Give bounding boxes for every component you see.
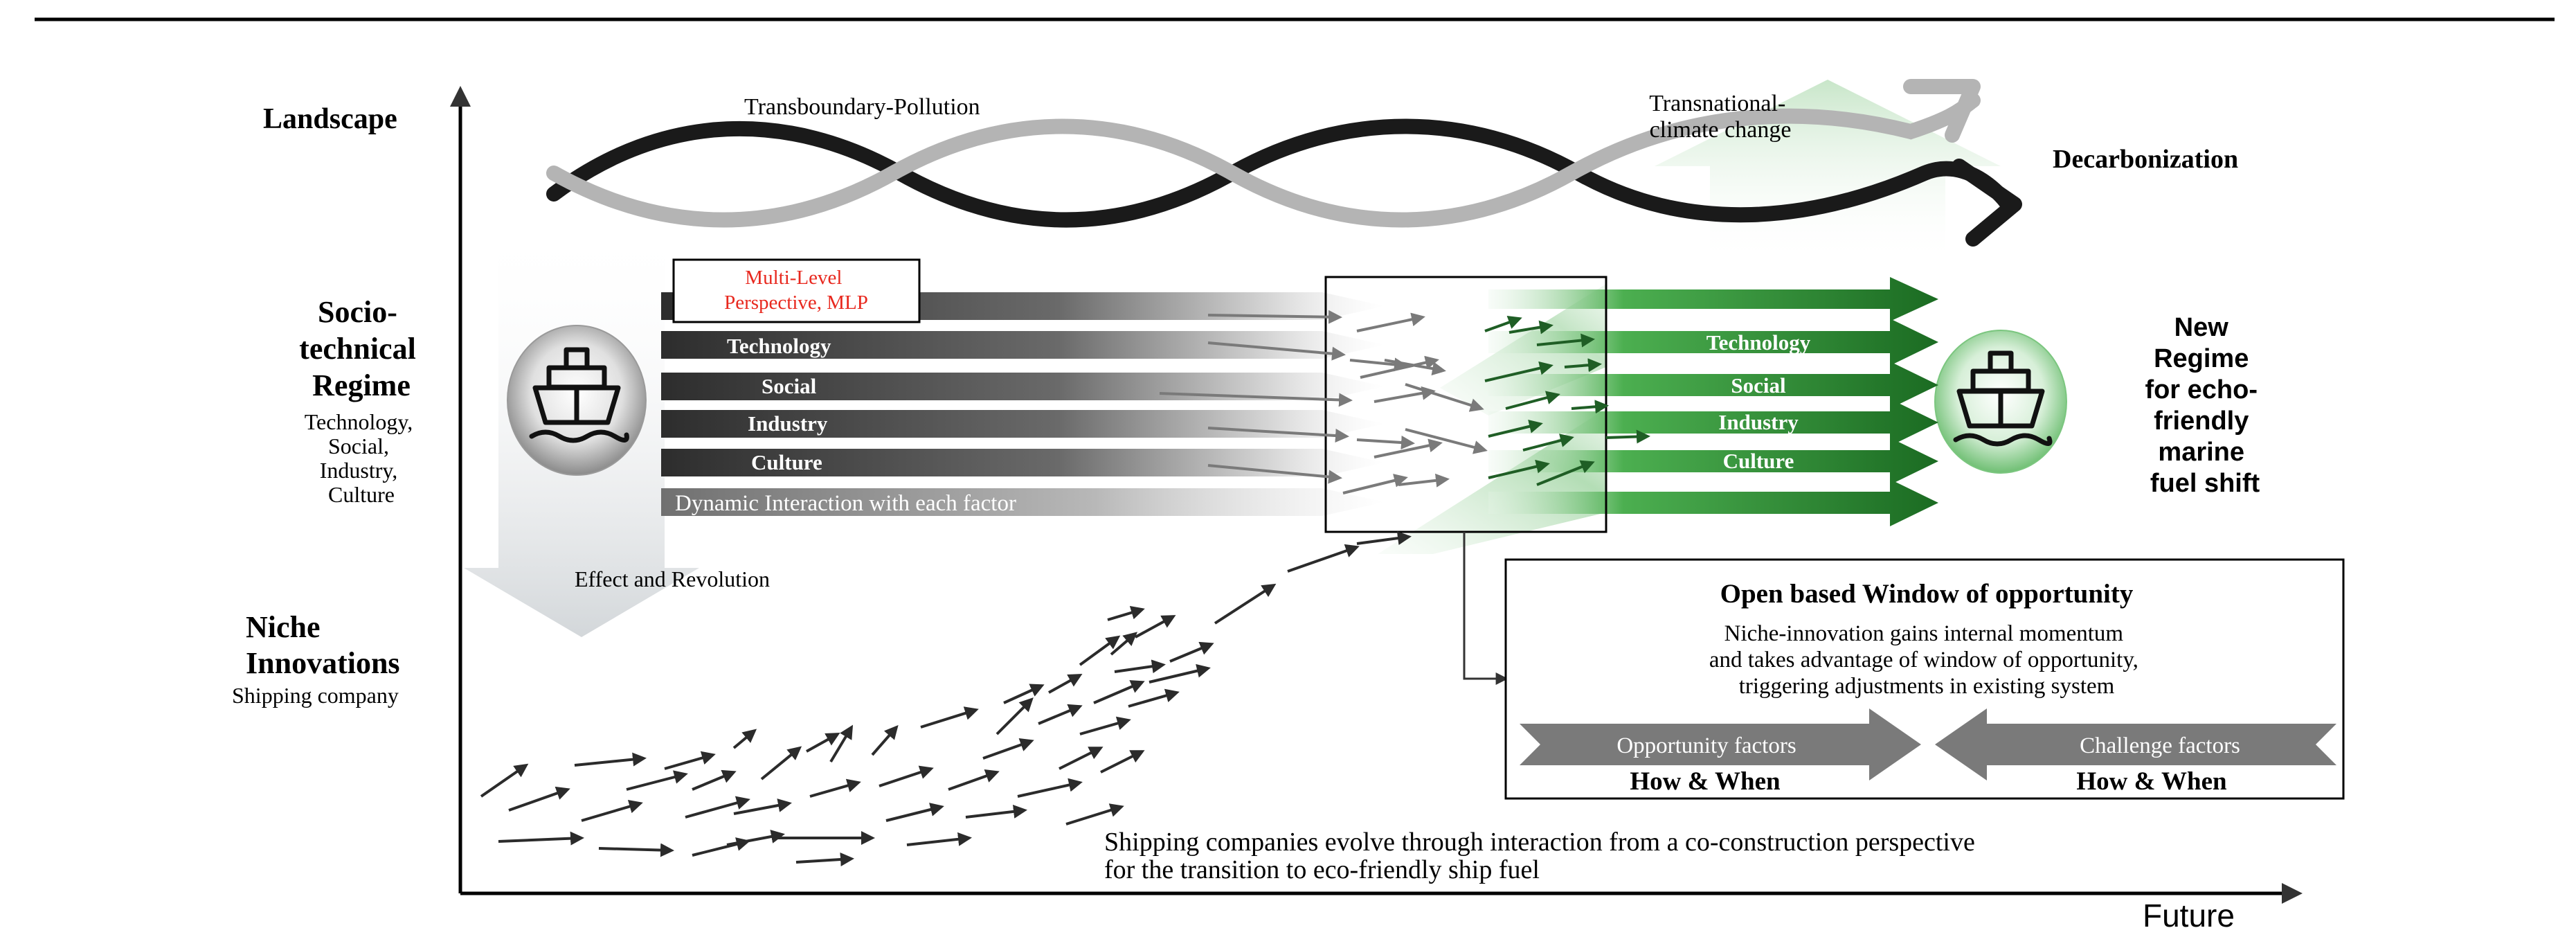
new-bar-label-industry: Industry — [1718, 410, 1799, 434]
old-regime-bars — [661, 292, 1385, 516]
new-bar-culture — [1488, 438, 1938, 485]
new-regime-bars — [1488, 277, 1938, 526]
landscape-wave-black-head — [1952, 159, 2022, 247]
new-bar-label-technology: Technology — [1706, 330, 1811, 355]
landscape-wave-black — [546, 118, 2015, 228]
ship-icon-new — [1934, 330, 2067, 474]
mlp-box-label: Multi-Level Perspective, MLP — [724, 267, 868, 314]
mlp-box — [672, 258, 921, 323]
label-regime-line: Regime — [312, 368, 411, 402]
label-future: Future — [2143, 898, 2235, 934]
old-bar-label-technology: Technology — [727, 334, 831, 358]
wave-label-pollution: Transboundary-Pollution — [744, 94, 980, 120]
new-regime-title: New Regime for echo- friendly marine fue… — [2145, 313, 2264, 498]
ship-icon-old — [507, 325, 647, 476]
label-regime: Socio- technical Regime — [299, 295, 424, 402]
old-bar-industry — [661, 410, 1385, 438]
new-bar-top — [1488, 277, 1938, 321]
label-niche: Niche Innovations — [246, 610, 400, 680]
effect-revolution-label: Effect and Revolution — [575, 566, 770, 591]
new-bar-technology — [1488, 319, 1938, 366]
old-bar-technology — [661, 331, 1385, 359]
label-landscape: Landscape — [263, 103, 397, 135]
wave-label-climate: Transnational- climate change — [1649, 91, 1792, 143]
how-when-left: How & When — [1630, 767, 1781, 796]
old-bar-label-social: Social — [762, 374, 817, 398]
label-regime-sub: Technology, Social, Industry, Culture — [305, 409, 419, 507]
old-bar-label-culture: Culture — [751, 450, 822, 474]
new-bar-label-culture: Culture — [1723, 449, 1794, 473]
opportunity-factors-label: Opportunity factors — [1616, 733, 1796, 758]
challenge-factors-label: Challenge factors — [2080, 733, 2240, 758]
old-bar-label-industry: Industry — [748, 411, 828, 436]
old-bar-label-dynamic: Dynamic Interaction with each factor — [675, 491, 1016, 516]
how-when-right: How & When — [2076, 767, 2227, 796]
challenge-factors-arrow — [1935, 708, 2336, 780]
landscape-wave-grey-head — [1903, 79, 1981, 143]
window-title: Open based Window of opportunity — [1720, 579, 2134, 609]
niche-swarm-arrows — [480, 531, 1412, 866]
new-bar-industry — [1488, 399, 1938, 446]
label-decarbonization: Decarbonization — [2053, 145, 2238, 174]
old-bar-culture — [661, 449, 1385, 476]
new-bar-label-social: Social — [1731, 373, 1786, 398]
label-regime-line: technical — [299, 332, 416, 366]
label-regime-line: Socio- — [318, 295, 397, 329]
window-body: Niche-innovation gains internal momentum… — [1709, 621, 2144, 699]
label-niche-sub: Shipping company — [232, 683, 399, 708]
niche-green-band — [1378, 409, 1606, 554]
new-bar-bottom — [1488, 479, 1938, 526]
old-bar-dynamic — [661, 488, 1385, 516]
opportunity-factors-arrow — [1520, 708, 1921, 780]
landscape-wave-grey — [546, 93, 1981, 228]
window-connector — [1463, 532, 1508, 685]
interaction-arrows-grey — [1159, 310, 1488, 494]
old-bar-social — [661, 373, 1385, 400]
interaction-arrows-green — [1484, 316, 1650, 486]
niche-caption: Shipping companies evolve through intera… — [1104, 828, 1981, 884]
new-bar-social — [1488, 362, 1938, 409]
